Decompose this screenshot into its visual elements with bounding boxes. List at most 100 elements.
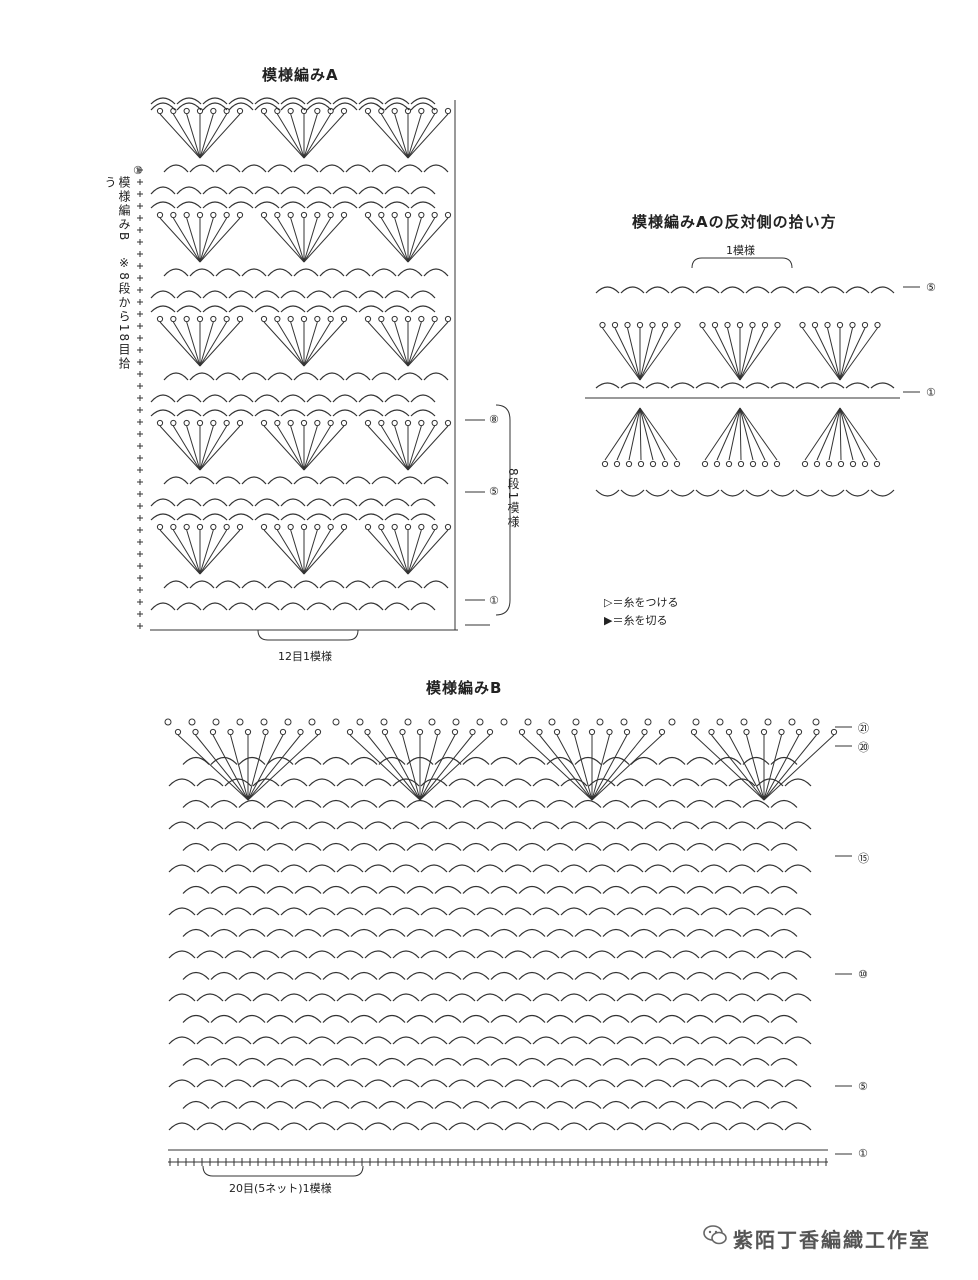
chain-arch [658, 885, 686, 894]
chain-arch [241, 164, 267, 173]
chain-arch [476, 1122, 504, 1131]
chain-arch [700, 864, 728, 873]
chain-arch [410, 498, 436, 507]
chain-arch [182, 1014, 210, 1023]
mirror-stitch [804, 407, 841, 461]
chain-arch [595, 382, 620, 389]
chain-arch [795, 489, 820, 497]
fan-stitch [407, 113, 449, 159]
chain-arch [254, 498, 280, 507]
fan-stitch [172, 113, 201, 159]
chain-arch [252, 1036, 280, 1045]
chain-arch [224, 1079, 252, 1088]
chain-arch [686, 971, 714, 980]
picot [356, 718, 364, 726]
chain-arch [182, 799, 210, 808]
puff-stitch [724, 321, 731, 329]
chain-arch [293, 476, 319, 485]
chain-arch [397, 580, 423, 589]
chain-arch [280, 513, 306, 521]
chain-arch [238, 971, 266, 980]
chain-arch [476, 864, 504, 873]
fan-stitch [186, 529, 201, 575]
puff-stitch [174, 728, 182, 736]
fan-stitch [199, 321, 241, 367]
chain-arch [745, 382, 770, 389]
chain-arch [410, 201, 436, 209]
chain-arch [686, 756, 714, 765]
puff-stitch [418, 211, 425, 219]
chain-arch [686, 799, 714, 808]
chain-arch [820, 489, 845, 497]
picot [500, 718, 508, 726]
picot [188, 718, 196, 726]
mirror-stitch [616, 407, 641, 461]
chain-arch [410, 305, 436, 313]
chain-arch [392, 950, 420, 959]
chain-arch [332, 513, 358, 521]
chain-arch [595, 489, 620, 497]
chain-arch [252, 1079, 280, 1088]
chain-arch [392, 821, 420, 830]
chain-arch [293, 268, 319, 277]
chain-arch [420, 1036, 448, 1045]
chain-arch [176, 394, 202, 403]
chain-arch [202, 186, 228, 195]
chain-arch [658, 1057, 686, 1066]
mirror-stitch [739, 407, 766, 461]
fan-stitch [407, 425, 436, 471]
chain-arch [742, 1057, 770, 1066]
chain-arch [210, 1057, 238, 1066]
chain-arch [770, 971, 798, 980]
chain-arch [150, 102, 176, 111]
chain-arch [397, 372, 423, 381]
chain-arch [150, 305, 176, 313]
chain-arch [306, 513, 332, 521]
fan-stitch [263, 113, 305, 159]
puff-stitch [156, 419, 164, 427]
chain-arch [224, 864, 252, 873]
mirror-stitch [739, 407, 754, 461]
fan-stitch [303, 321, 345, 367]
chain-arch [845, 286, 870, 294]
picot [692, 718, 700, 726]
chain-arch [228, 201, 254, 209]
chain-arch [150, 513, 176, 521]
chain-arch [532, 993, 560, 1002]
puff-stitch [170, 107, 177, 115]
chain-arch [319, 476, 345, 485]
fan-stitch [639, 327, 678, 381]
puff-stitch [156, 107, 164, 115]
puff-stitch [297, 728, 304, 736]
chain-arch [215, 268, 241, 277]
puff-stitch [287, 107, 294, 115]
fan-stitch [591, 734, 610, 801]
puff-stitch [378, 419, 385, 427]
puff-stitch [795, 728, 803, 736]
fan-stitch [303, 321, 332, 367]
chain-arch [252, 950, 280, 959]
puff-stitch [588, 728, 596, 736]
chain-arch [228, 102, 254, 111]
chain-arch [280, 778, 308, 787]
puff-stitch [183, 211, 190, 219]
chain-arch [150, 394, 176, 403]
chain-arch [770, 842, 798, 851]
chain-arch [371, 372, 397, 381]
chain-arch [176, 409, 202, 417]
chain-arch [182, 885, 210, 894]
chain-arch [742, 1100, 770, 1109]
chain-arch [210, 971, 238, 980]
chain-arch [616, 1122, 644, 1131]
chain-arch [670, 382, 695, 389]
chain-arch [795, 382, 820, 389]
chain-arch [644, 1079, 672, 1088]
chain-arch [358, 394, 384, 403]
puff-stitch [773, 460, 781, 468]
fan-stitch [290, 321, 305, 367]
fan-stitch [199, 217, 214, 263]
chain-arch [392, 993, 420, 1002]
chain-arch [490, 1100, 518, 1109]
chart-b-row-20: ⑳ [858, 741, 869, 754]
fan-stitch [247, 734, 266, 801]
